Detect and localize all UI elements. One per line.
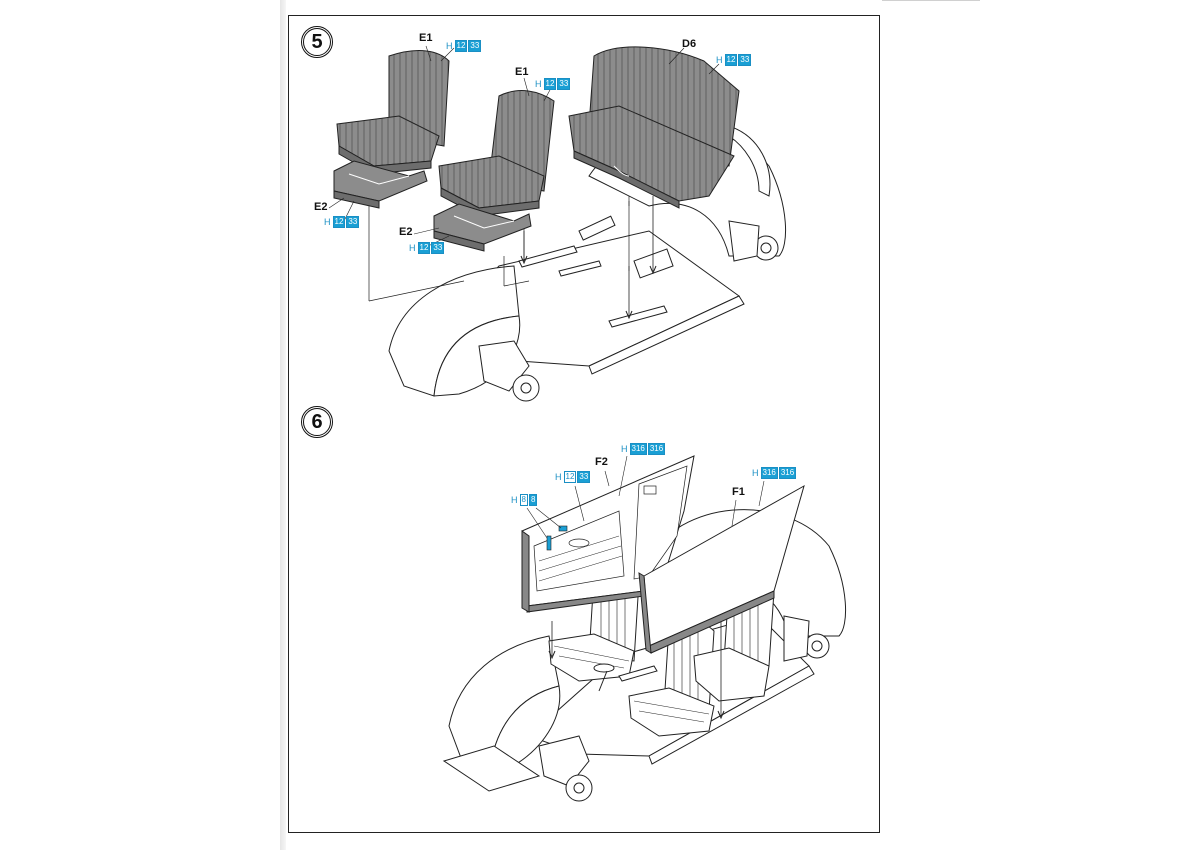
side-panel-f1 (638, 484, 805, 654)
paint-code: 12 (417, 242, 431, 254)
leader-lines-step6 (526, 455, 765, 539)
frame-e2-mid (433, 203, 532, 252)
part-label-e1-left: E1 (419, 32, 433, 44)
seat-e1-mid (438, 90, 555, 217)
paint-code: 33 (346, 216, 360, 228)
step5-chassis (368, 125, 787, 402)
paint-ref-d6: H 12 33 (716, 54, 752, 66)
paint-code: 316 (778, 467, 797, 479)
paint-prefix: H (716, 55, 723, 65)
part-label-d6: D6 (682, 38, 697, 50)
paint-code: 12 (563, 471, 577, 483)
paint-ref-e1-mid: H 12 33 (535, 78, 571, 90)
part-label-e1-mid: E1 (515, 66, 529, 78)
paint-prefix: H (409, 243, 416, 253)
part-label-f2: F2 (595, 456, 608, 468)
instruction-page: 5 6 E1 E1 D6 E2 E2 H 12 33 H 12 33 H 12 … (288, 15, 880, 833)
paint-code: 33 (738, 54, 752, 66)
paint-code: 33 (431, 242, 445, 254)
paint-prefix: H (446, 41, 453, 51)
paint-ref-f1: H 316 316 (752, 467, 797, 479)
step-number-6: 6 (301, 406, 333, 438)
paint-code: 12 (543, 78, 557, 90)
door-panel-f2 (521, 455, 695, 613)
part-label-f1: F1 (732, 486, 745, 498)
paint-code: 33 (557, 78, 571, 90)
paint-code: 12 (724, 54, 738, 66)
scan-top-line (882, 0, 980, 1)
paint-prefix: H (752, 468, 759, 478)
paint-ref-e1-left: H 12 33 (446, 40, 482, 52)
paint-code: 33 (577, 471, 591, 483)
bench-d6 (568, 46, 740, 209)
paint-prefix: H (621, 444, 628, 454)
paint-code: 316 (760, 467, 778, 479)
paint-ref-handles: H 8 8 (511, 494, 538, 506)
paint-prefix: H (535, 79, 542, 89)
step-number-5: 5 (301, 26, 333, 58)
paint-ref-f2-top: H 316 316 (621, 443, 666, 455)
paint-prefix: H (511, 495, 518, 505)
paint-prefix: H (324, 217, 331, 227)
paint-ref-f2: H 12 33 (555, 471, 591, 483)
part-label-e2-left: E2 (314, 201, 328, 213)
paint-code: 8 (528, 494, 538, 506)
part-label-e2-mid: E2 (399, 226, 413, 238)
scan-edge (280, 0, 286, 850)
paint-code: 316 (629, 443, 647, 455)
assembly-illustration (328, 45, 847, 802)
paint-code: 12 (454, 40, 468, 52)
frame-e2-left (333, 160, 428, 209)
seat-e1-left (336, 50, 450, 175)
paint-ref-e2-mid: H 12 33 (409, 242, 445, 254)
paint-code: 316 (647, 443, 666, 455)
paint-prefix: H (555, 472, 562, 482)
paint-code: 8 (519, 494, 528, 506)
paint-code: 33 (468, 40, 482, 52)
paint-ref-e2-left: H 12 33 (324, 216, 360, 228)
paint-code: 12 (332, 216, 346, 228)
